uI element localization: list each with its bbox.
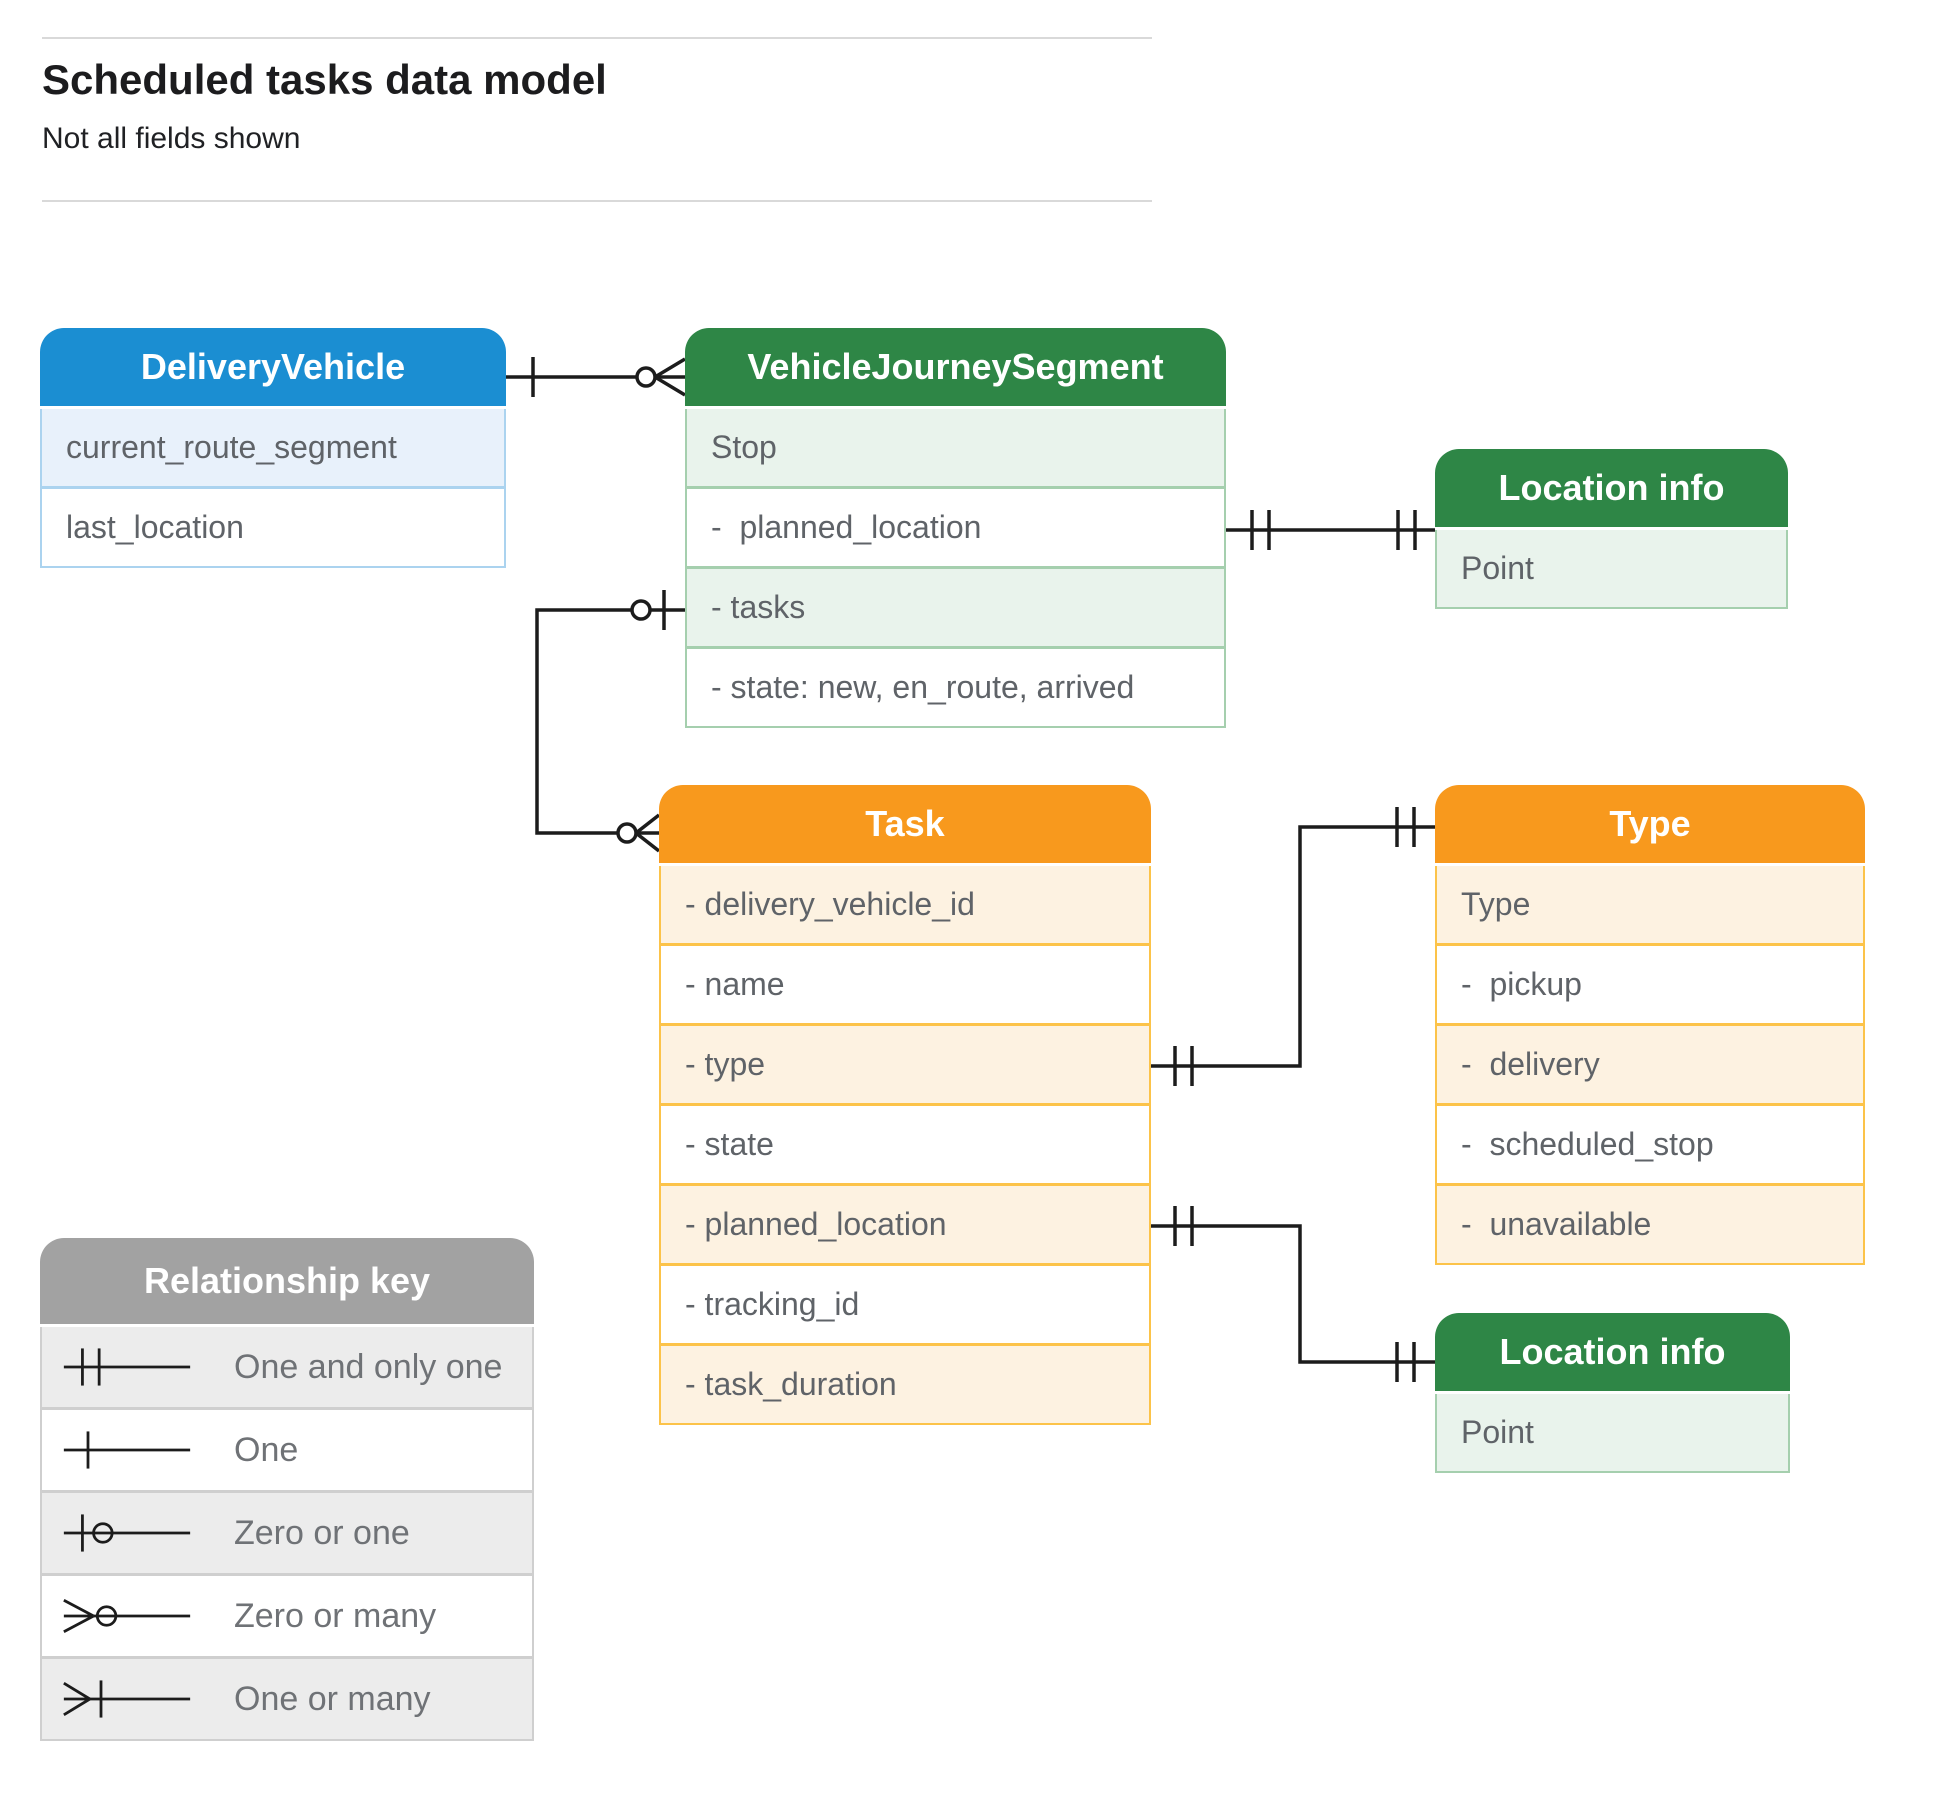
entity-vehicle-journey-segment: VehicleJourneySegment Stop- planned_loca…	[685, 328, 1226, 728]
field-row: - tracking_id	[661, 1263, 1149, 1343]
field-row: Type	[1437, 866, 1863, 943]
entity-title: DeliveryVehicle	[40, 328, 506, 406]
field-row: - delivery_vehicle_id	[661, 866, 1149, 943]
legend-title: Relationship key	[40, 1238, 534, 1324]
connector-vjs-location	[1226, 510, 1435, 550]
legend-label: Zero or one	[234, 1513, 410, 1552]
field-row: - planned_location	[687, 486, 1224, 566]
connector-task-location	[1151, 1206, 1435, 1382]
field-row: - task_duration	[661, 1343, 1149, 1423]
field-row: - pickup	[1437, 943, 1863, 1023]
entity-location-info-top: Location info Point	[1435, 449, 1788, 609]
page-subtitle: Not all fields shown	[42, 122, 301, 155]
field-row: Point	[1437, 1394, 1788, 1471]
legend-row: Zero or many	[42, 1573, 532, 1656]
legend-label: Zero or many	[234, 1596, 437, 1635]
field-row: - state: new, en_route, arrived	[687, 646, 1224, 726]
legend-label: One or many	[234, 1679, 431, 1718]
connector-task-type	[1151, 807, 1435, 1086]
top-divider-rule	[42, 37, 1152, 39]
subtitle-divider-rule	[42, 200, 1152, 202]
legend-row: Zero or one	[42, 1490, 532, 1573]
legend-row: One	[42, 1407, 532, 1490]
field-row: - name	[661, 943, 1149, 1023]
entity-body: Stop- planned_location- tasks- state: ne…	[685, 409, 1226, 728]
zero-or-one-symbol-icon	[63, 1514, 191, 1552]
field-row: current_route_segment	[42, 409, 504, 486]
field-row: - unavailable	[1437, 1183, 1863, 1263]
page-title: Scheduled tasks data model	[42, 56, 607, 103]
field-row: - type	[661, 1023, 1149, 1103]
entity-task: Task - delivery_vehicle_id- name- type- …	[659, 785, 1151, 1425]
entity-title: Task	[659, 785, 1151, 863]
entity-type: Type Type- pickup- delivery- scheduled_s…	[1435, 785, 1865, 1265]
entity-body: - delivery_vehicle_id- name- type- state…	[659, 866, 1151, 1425]
entity-title: Location info	[1435, 449, 1788, 527]
entity-location-info-bottom: Location info Point	[1435, 1313, 1790, 1473]
entity-body: Type- pickup- delivery- scheduled_stop- …	[1435, 866, 1865, 1265]
entity-body: Point	[1435, 1394, 1790, 1473]
field-row: Point	[1437, 530, 1786, 607]
legend-label: One	[234, 1430, 299, 1469]
field-row: Stop	[687, 409, 1224, 486]
field-row: - state	[661, 1103, 1149, 1183]
one-or-many-symbol-icon	[63, 1680, 191, 1718]
entity-body: Point	[1435, 530, 1788, 609]
zero-or-many-symbol-icon	[63, 1598, 191, 1634]
field-row: last_location	[42, 486, 504, 566]
entity-title: Type	[1435, 785, 1865, 863]
field-row: - scheduled_stop	[1437, 1103, 1863, 1183]
field-row: - delivery	[1437, 1023, 1863, 1103]
entity-title: VehicleJourneySegment	[685, 328, 1226, 406]
legend-row: One or many	[42, 1656, 532, 1739]
field-row: - planned_location	[661, 1183, 1149, 1263]
one-symbol-icon	[63, 1431, 191, 1469]
entity-title: Location info	[1435, 1313, 1790, 1391]
field-row: - tasks	[687, 566, 1224, 646]
connector-dv-vjs	[506, 357, 686, 397]
one-and-only-one-symbol-icon	[63, 1348, 191, 1386]
legend-label: One and only one	[234, 1347, 503, 1386]
legend-row: One and only one	[42, 1327, 532, 1407]
